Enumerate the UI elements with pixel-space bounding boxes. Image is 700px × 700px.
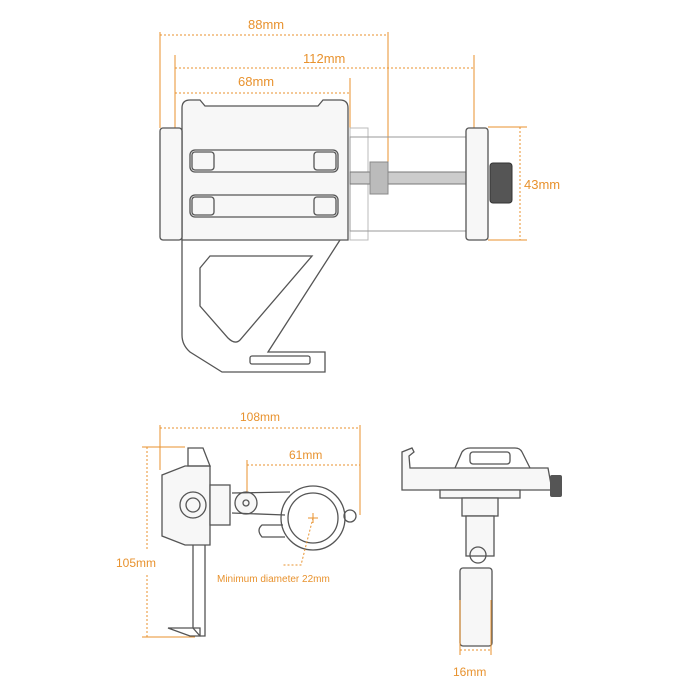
bar-clamp-inner [287,492,339,544]
diameter-leader [283,517,314,566]
front-stem [465,515,495,557]
slot-end [191,151,215,171]
front-clamp [459,567,493,647]
front-tab-window [469,451,511,465]
right-jaw [465,127,489,241]
dim-label-16mm: 16mm [453,665,486,679]
clamp-hinge [343,509,357,523]
holder-lip [187,447,211,467]
left-jaw [159,127,183,241]
knob [489,162,513,204]
diameter-note: Minimum diameter 22mm [217,574,330,585]
screw-rod [349,171,469,185]
nut [369,161,389,195]
pivot [234,491,258,515]
joint-block [209,484,231,526]
dim-label-108mm: 108mm [240,410,280,424]
front-neck [461,497,499,517]
body-slot [189,149,339,173]
front-knob [550,475,562,497]
side-view: 108mm 61mm 105mm Minimum diameter 22mm [116,410,361,638]
slot-end [191,196,215,216]
dim-label-43mm: 43mm [524,177,560,192]
dim-label-61mm: 61mm [289,448,322,462]
slot-end [313,196,337,216]
holder-foot [167,627,201,637]
clamp-lever [258,524,285,538]
mount-arm [181,239,341,373]
slot-end [313,151,337,171]
front-holder [401,447,553,491]
ball-joint-inner [185,497,201,513]
dim-label-112mm: 112mm [303,51,345,66]
body-slot [189,194,339,218]
dim-label-88mm: 88mm [248,17,284,32]
pivot-bolt [242,499,250,507]
holder-leg [192,545,206,637]
arm-link [231,491,291,516]
front-base [439,489,521,499]
ball-joint [179,491,207,519]
arm-cutout [199,255,314,343]
holder-body [181,99,349,241]
dim-label-68mm: 68mm [238,74,274,89]
top-view: 88mm 112mm 68mm 43mm [159,17,560,373]
foot-slot [249,355,311,365]
dim-label-105mm: 105mm [116,556,156,570]
front-pivot [469,546,487,564]
front-top-tab [454,447,531,469]
front-view: 16mm [401,447,562,679]
